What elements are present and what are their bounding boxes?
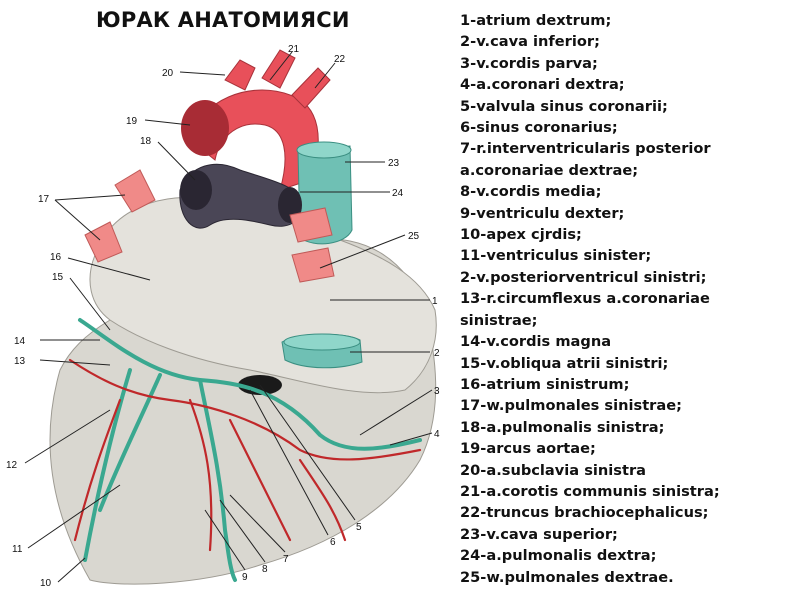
figure-label-20: 20 [162,68,174,79]
figure-label-25: 25 [408,231,420,242]
figure-label-12: 12 [6,460,18,471]
legend-item: 18-a.pulmonalis sinistra; [460,418,665,436]
figure-label-11: 11 [12,544,23,555]
legend-item: 14-v.cordis magna [460,333,612,351]
legend-item: 21-a.corotis communis sinistra; [460,482,720,500]
page-title: ЮРАК АНАТОМИЯСИ [96,8,350,32]
figure-label-19: 19 [126,116,138,127]
right-pulmonary-vein-upper [289,207,333,243]
legend-list: 1-atrium dextrum; 2-v.cava inferior; 3-v… [460,10,795,588]
inferior-vena-cava-opening [283,333,361,351]
legend-item: 23-v.cava superior; [460,525,618,543]
leader-lines [24,51,433,583]
figure-label-6: 6 [330,537,336,548]
legend-item: 5-valvula sinus coronarii; [460,97,668,115]
figure-label-3: 3 [434,386,440,397]
legend-item: sinistrae; [460,311,538,329]
figure-label-8: 8 [262,564,268,575]
legend-item: 22-truncus brachiocephalicus; [460,504,709,522]
figure-label-24: 24 [392,188,404,199]
coronary-arteries [68,358,422,552]
legend-item: 3-v.cordis parva; [460,54,598,72]
figure-label-1: 1 [432,296,438,307]
right-pulmonary-vein-lower [291,247,335,283]
legend-item: 11-ventriculus sinister; [460,247,652,265]
legend-item: 4-a.coronari dextra; [460,76,625,94]
left-pulmonary-vein-lower [84,221,123,263]
legend-item: 8-v.cordis media; [460,183,602,201]
legend-item: 20-a.subclavia sinistra [460,461,647,479]
legend-item: 2-v.cava inferior; [460,33,600,51]
legend-item: 16-atrium sinistrum; [460,375,630,393]
figure-label-23: 23 [388,158,400,169]
subclavian-artery [224,59,256,91]
legend-item: 2-v.posteriorventricul sinistri; [460,268,707,286]
legend-item: 25-w.pulmonales dextrae. [460,568,674,586]
legend-item: 24-a.pulmonalis dextra; [460,547,657,565]
aortic-arch-opening [181,100,229,156]
legend-item: 1-atrium dextrum; [460,12,612,29]
pulmonary-artery-opening [180,170,212,210]
figure-label-22: 22 [334,54,346,65]
legend-item: 15-v.obliqua atrii sinistri; [460,354,669,372]
figure-label-14: 14 [14,336,26,347]
left-pulmonary-vein-upper [114,169,156,213]
legend-item: 10-apex cjrdis; [460,226,582,244]
figure-label-18: 18 [140,136,152,147]
figure-label-16: 16 [50,252,62,263]
figure-label-15: 15 [52,272,64,283]
figure-label-10: 10 [40,578,52,589]
cardiac-veins [78,318,422,582]
figure-label-21: 21 [288,44,300,55]
figure-label-5: 5 [356,522,362,533]
figure-label-17: 17 [38,194,50,205]
figure-label-2: 2 [434,348,440,359]
figure-label-4: 4 [434,429,440,440]
figure-label-13: 13 [14,356,26,367]
brachiocephalic-trunk [291,67,331,109]
legend-item: 7-r.interventricularis posterior [460,140,711,158]
legend-item: 9-ventriculu dexter; [460,204,625,222]
legend-item: 13-r.circumflexus a.coronariae [460,290,710,308]
legend-item: a.coronariae dextrae; [460,161,639,179]
legend-item: 17-w.pulmonales sinistrae; [460,397,682,415]
figure-label-7: 7 [283,554,289,565]
legend-item: 19-arcus aortae; [460,440,596,458]
heart-anatomy-figure: 1 2 3 4 5 6 7 8 9 10 11 12 13 14 15 16 1… [6,44,440,589]
superior-vena-cava-opening [296,141,352,159]
figure-label-9: 9 [242,572,248,583]
legend-item: 6-sinus coronarius; [460,119,618,137]
